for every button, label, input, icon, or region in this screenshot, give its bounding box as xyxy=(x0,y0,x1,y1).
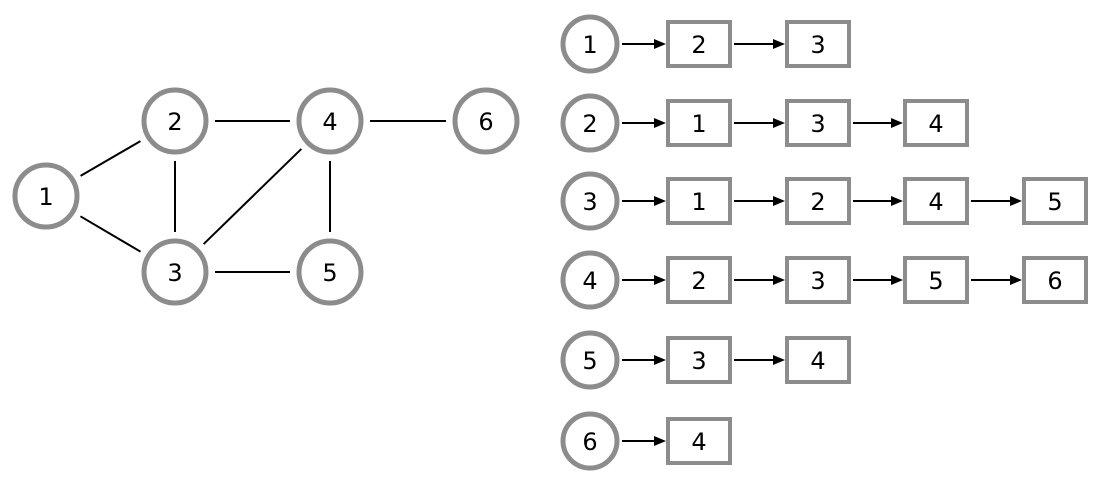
graph-node-label: 6 xyxy=(478,108,493,136)
list-arrow xyxy=(853,196,903,206)
list-arrow xyxy=(971,275,1022,285)
graph-node-2: 2 xyxy=(141,87,209,155)
graph-node-6: 6 xyxy=(452,87,520,155)
list-arrow xyxy=(622,196,666,206)
list-node-box xyxy=(903,256,969,304)
graph-node-circle xyxy=(141,238,209,306)
graph-node-label: 3 xyxy=(167,259,182,287)
list-arrow xyxy=(734,118,785,128)
list-arrow xyxy=(734,39,785,49)
list-node-label: 6 xyxy=(1047,267,1062,295)
list-node-box xyxy=(666,177,732,225)
list-node-label: 2 xyxy=(691,31,706,59)
list-arrow xyxy=(734,196,785,206)
graph-node-circle xyxy=(141,87,209,155)
list-node-box xyxy=(666,256,732,304)
list-node-box xyxy=(785,99,851,147)
list-head-circle xyxy=(560,330,620,390)
graph-node-label: 4 xyxy=(322,108,337,136)
list-node-box xyxy=(666,20,732,68)
list-arrow xyxy=(622,118,666,128)
edge-1-3 xyxy=(79,215,142,253)
list-head-circle xyxy=(560,14,620,74)
adjacency-row-4: 4 2 3 5 6 xyxy=(560,250,1088,310)
graph-node-label: 2 xyxy=(167,108,182,136)
adjacency-row-1: 1 2 3 xyxy=(560,14,851,74)
graph-node-circle xyxy=(296,238,364,306)
list-head-circle xyxy=(560,93,620,153)
list-arrow xyxy=(853,275,903,285)
list-node-box xyxy=(666,417,732,465)
list-node-box xyxy=(666,336,732,384)
graph-node-circle xyxy=(12,162,80,230)
graph-node-4: 4 xyxy=(296,87,364,155)
list-node-box xyxy=(903,99,969,147)
graph-node-1: 1 xyxy=(12,162,80,230)
edge-3-4 xyxy=(202,148,303,245)
list-node-label: 5 xyxy=(928,267,943,295)
list-head-label: 5 xyxy=(582,347,597,375)
list-node-box xyxy=(666,99,732,147)
list-node-box xyxy=(1022,177,1088,225)
graph-node-circle xyxy=(296,87,364,155)
graph-nodes: 1 2 3 4 5 6 xyxy=(12,87,520,306)
graph-node-3: 3 xyxy=(141,238,209,306)
list-node-box xyxy=(903,177,969,225)
list-node-box xyxy=(1022,256,1088,304)
list-node-label: 1 xyxy=(691,110,706,138)
list-node-label: 2 xyxy=(691,267,706,295)
list-head-circle xyxy=(560,250,620,310)
list-node-box xyxy=(785,336,851,384)
list-node-label: 3 xyxy=(810,31,825,59)
list-arrow xyxy=(971,196,1022,206)
list-arrow xyxy=(622,275,666,285)
adjacency-row-3: 3 1 2 4 5 xyxy=(560,171,1088,231)
list-arrow xyxy=(734,355,785,365)
list-head-circle xyxy=(560,411,620,471)
list-head-circle xyxy=(560,171,620,231)
edge-1-2 xyxy=(80,140,141,177)
list-head-label: 4 xyxy=(582,267,597,295)
list-node-label: 3 xyxy=(691,347,706,375)
list-arrow xyxy=(734,275,785,285)
list-node-label: 1 xyxy=(691,188,706,216)
list-node-box xyxy=(785,256,851,304)
list-node-label: 4 xyxy=(810,347,825,375)
list-head-label: 6 xyxy=(582,428,597,456)
list-head-label: 2 xyxy=(582,110,597,138)
list-arrow xyxy=(622,39,666,49)
list-node-label: 4 xyxy=(691,428,706,456)
list-node-label: 5 xyxy=(1047,188,1062,216)
list-node-label: 2 xyxy=(810,188,825,216)
graph-node-5: 5 xyxy=(296,238,364,306)
graph-edges xyxy=(79,120,446,273)
list-arrow xyxy=(622,355,666,365)
list-node-box xyxy=(785,177,851,225)
list-node-box xyxy=(785,20,851,68)
adjacency-row-5: 5 3 4 xyxy=(560,330,851,390)
list-node-label: 4 xyxy=(928,110,943,138)
list-node-label: 3 xyxy=(810,267,825,295)
graph-node-circle xyxy=(452,87,520,155)
graph-node-label: 1 xyxy=(38,183,53,211)
adjacency-row-2: 2 1 3 4 xyxy=(560,93,969,153)
list-head-label: 1 xyxy=(582,31,597,59)
list-head-label: 3 xyxy=(582,188,597,216)
list-arrow xyxy=(622,436,666,446)
list-node-label: 3 xyxy=(810,110,825,138)
graph-node-label: 5 xyxy=(322,259,337,287)
list-arrow xyxy=(853,118,903,128)
list-node-label: 4 xyxy=(928,188,943,216)
